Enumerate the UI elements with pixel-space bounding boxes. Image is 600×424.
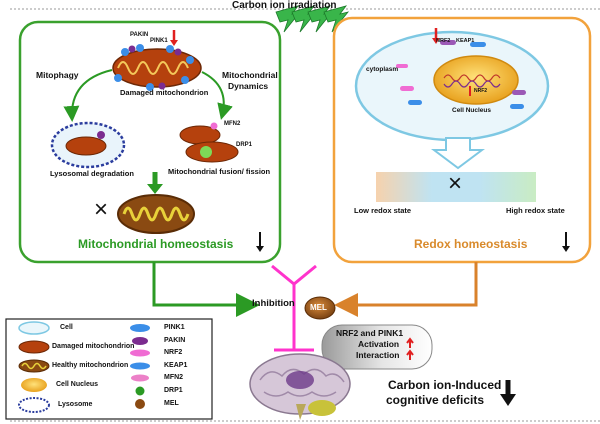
legend-damaged: Damaged mitochondrion [52,343,135,350]
high-redox-label: High redox state [506,206,565,215]
legend-pakin: PAKIN [164,337,186,344]
activation-up-arrow-icon [406,337,414,348]
brain-illustration [249,353,351,420]
box-line-3: Interaction [356,350,400,360]
mitochondrial-panel [18,20,282,264]
nucleus-label: Cell Nucleus [452,107,492,114]
fusion-label: Mitochondrial fusion/ fission [168,167,271,176]
legend-keap1: KEAP1 [164,362,188,369]
lysosome-with-mitochondrion [50,121,126,169]
dynamics-label-1: Mitochondrial [222,70,278,80]
fusion-fission-mitochondria [179,122,239,163]
legend-symbols [18,321,150,413]
drp1-label: DRP1 [236,142,253,148]
keap1-label: KEAP1 [456,38,475,44]
legend-mfn2: MFN2 [164,374,184,381]
lightning-bolts-icon [275,5,350,33]
legend-healthy: Healthy mitochondrion [52,362,129,369]
box-line-2: Activation [358,339,400,349]
legend-mel: MEL [164,400,179,407]
mito-cross: × [94,196,109,223]
redox-state-bar [376,172,536,202]
mitophagy-arrow [63,69,113,122]
redox-cross: × [448,170,463,197]
box-line-1: NRF2 and PINK1 [336,328,404,338]
cytoplasm-label: cytoplasm [366,66,399,73]
mfn2-label: MFN2 [224,121,241,127]
inhibition-label: Inhibition [252,298,295,309]
hollow-down-arrow-icon [431,137,485,170]
interaction-up-arrow-icon [406,349,414,360]
dynamics-label-2: Dynamics [228,81,269,91]
healthy-mitochondrion [117,194,195,234]
outcome-line-1: Carbon ion-Induced [388,378,502,392]
outcome-line-2: cognitive deficits [386,393,485,407]
damaged-mito-label: Damaged mitochondrion [120,88,209,97]
lysosomal-label: Lysosomal degradation [50,169,134,178]
cell-nucleus [433,55,519,105]
legend-drp1: DRP1 [164,387,183,394]
nucleus-nrf2-label: NRF2 [474,88,488,94]
inhibitor-symbol [271,264,317,352]
legend-nucleus: Cell Nucleus [56,381,99,388]
pakin-label: PAKIN [130,32,149,38]
legend-cell: Cell [60,324,73,331]
header-title: Carbon ion irradiation [232,0,337,11]
damaged-mitochondrion [112,44,202,91]
activation-box [321,324,433,370]
right-inhibition-arrow [334,262,478,317]
mel-label: MEL [310,303,327,312]
mito-homeostasis-label: Mitochondrial homeostasis [78,237,234,251]
redox-homeostasis-label: Redox homeostasis [414,237,528,251]
dynamics-arrow [201,71,233,120]
pink1-label: PINK1 [150,38,168,44]
mel-icon [304,296,336,320]
low-redox-label: Low redox state [354,206,412,215]
redox-panel [332,16,592,264]
legend-lysosome: Lysosome [58,401,93,408]
legend-pink1: PINK1 [164,324,185,331]
legend-nrf2: NRF2 [164,349,183,356]
left-inhibition-arrow [152,262,260,317]
nrf2-label: NRF2 [436,38,451,44]
mitophagy-label: Mitophagy [36,70,79,80]
protein-markers [396,40,526,109]
